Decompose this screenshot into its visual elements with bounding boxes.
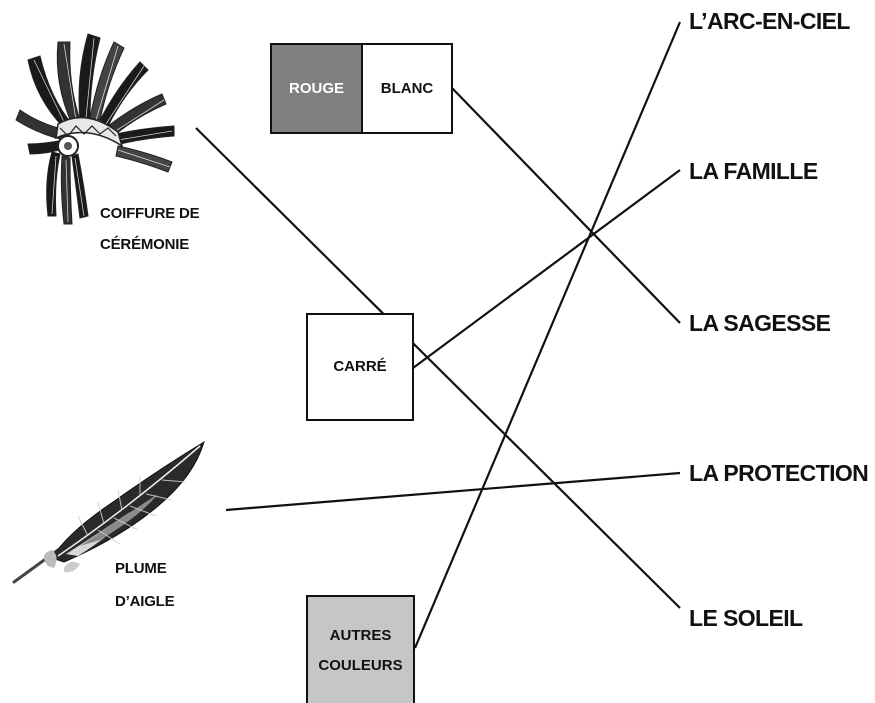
label-le-soleil: LE SOLEIL: [689, 605, 803, 631]
blanc-label: BLANC: [380, 79, 434, 97]
war-bonnet-icon: [15, 33, 175, 225]
label-arc-en-ciel: L’ARC-EN-CIEL: [689, 8, 850, 34]
autres-label-line1: AUTRES: [329, 627, 392, 644]
autres-label-line2: COULEURS: [318, 657, 403, 674]
headdress-label-line2: CÉRÉMONIE: [100, 236, 190, 253]
autres-couleurs-box: AUTRES COULEURS: [306, 595, 415, 703]
connection-carre-famille: [412, 169, 681, 369]
feather-label-line1: PLUME: [115, 560, 167, 577]
connection-blanc-sagesse: [451, 87, 681, 324]
connection-headdress-soleil: [195, 127, 681, 609]
carre-box: CARRÉ: [306, 313, 414, 421]
rouge-box: ROUGE: [270, 43, 363, 134]
carre-label: CARRÉ: [333, 358, 387, 375]
connection-autres-arc: [413, 21, 682, 649]
eagle-feather-icon: [12, 440, 205, 584]
feather-label-line2: D’AIGLE: [115, 593, 175, 610]
label-la-famille: LA FAMILLE: [689, 158, 818, 184]
connection-feather-protection: [225, 471, 681, 512]
label-la-sagesse: LA SAGESSE: [689, 310, 831, 336]
rouge-label: ROUGE: [288, 79, 344, 97]
label-la-protection: LA PROTECTION: [689, 460, 869, 486]
headdress-label-line1: COIFFURE DE: [100, 205, 200, 222]
blanc-box: BLANC: [361, 43, 453, 134]
